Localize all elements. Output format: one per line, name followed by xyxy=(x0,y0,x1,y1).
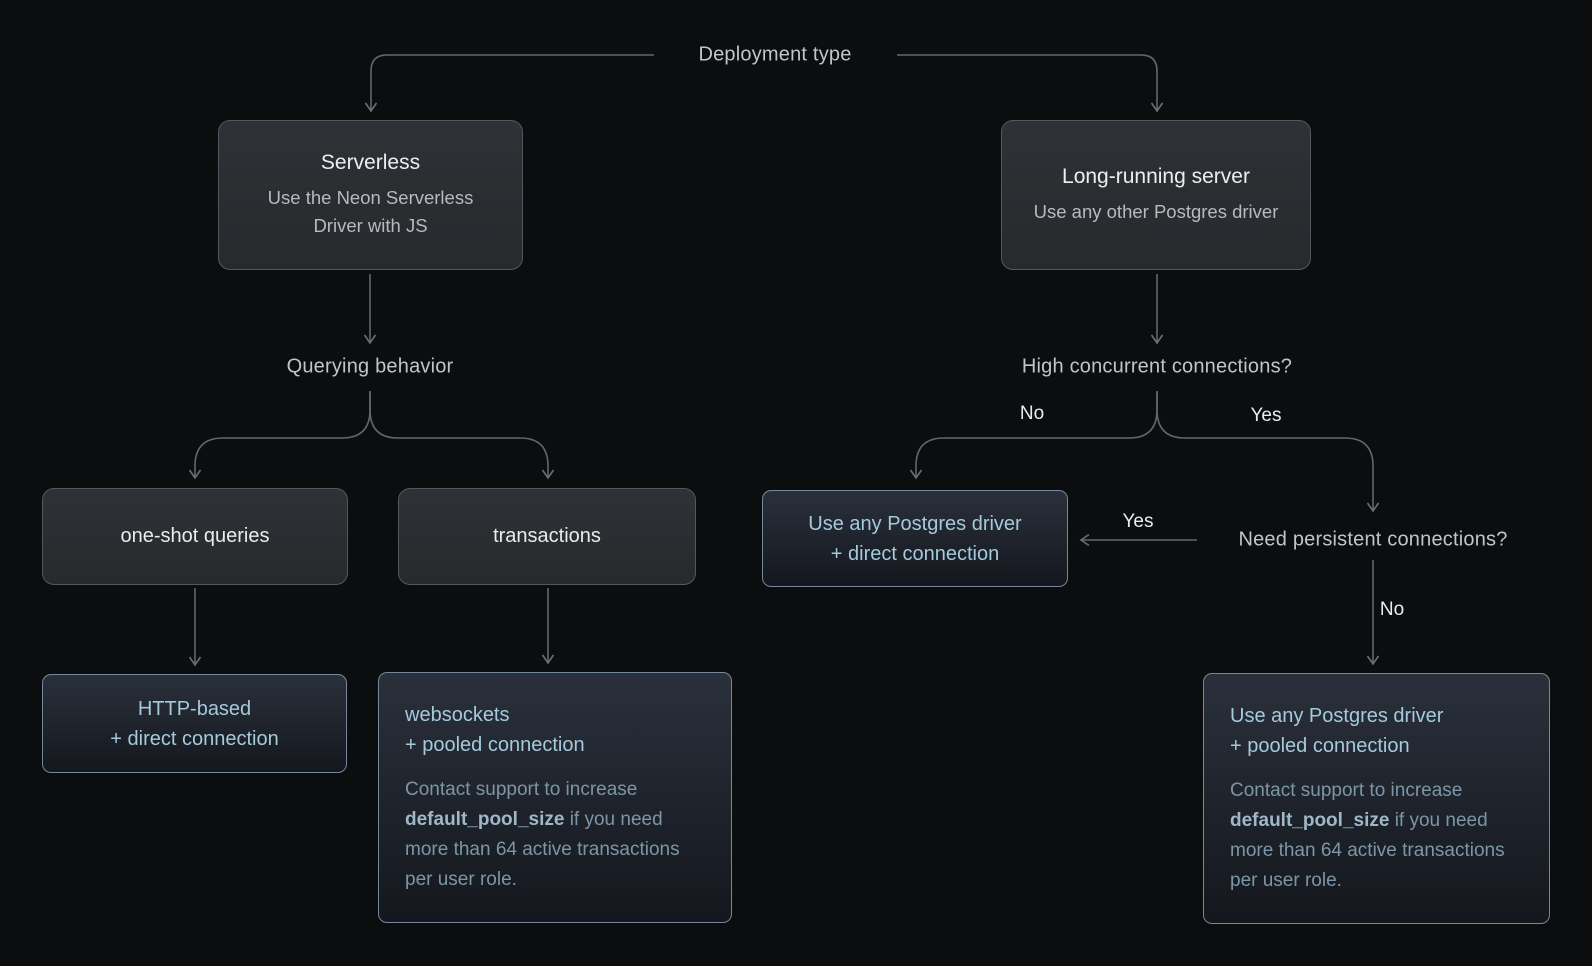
node-websockets-note: Contact support to increase default_pool… xyxy=(405,775,705,895)
node-transactions-title: transactions xyxy=(493,525,601,547)
label-high-concurrent-no: No xyxy=(1019,403,1045,424)
edge-deployment-to-serverless xyxy=(364,54,654,113)
node-any-driver-direct-line2: + direct connection xyxy=(830,542,1000,565)
label-persistent-no: No xyxy=(1379,599,1405,620)
edge-deployment-to-longrunning xyxy=(897,54,1164,113)
node-long-running-subtitle: Use any other Postgres driver xyxy=(1033,200,1279,222)
node-one-shot-title: one-shot queries xyxy=(120,525,270,547)
node-websockets-line2: + pooled connection xyxy=(405,734,585,756)
edge-highconcurrent-no-to-directbox xyxy=(909,391,1158,480)
edge-highconcurrent-yes-to-persistent xyxy=(1156,391,1380,513)
node-any-driver-pooled-note: Contact support to increase default_pool… xyxy=(1230,776,1523,896)
edge-querying-to-oneshot xyxy=(188,391,371,480)
node-long-running-server: Long-running server Use any other Postgr… xyxy=(1001,120,1311,270)
label-querying-behavior: Querying behavior xyxy=(286,355,454,378)
node-serverless-title: Serverless xyxy=(320,150,421,174)
node-http-direct-connection: HTTP-based + direct connection xyxy=(42,674,347,773)
node-any-driver-pooled-line1: Use any Postgres driver xyxy=(1230,705,1444,727)
node-any-driver-pooled-connection: Use any Postgres driver + pooled connect… xyxy=(1203,673,1550,924)
label-persistent-yes: Yes xyxy=(1122,511,1154,532)
label-need-persistent-connections: Need persistent connections? xyxy=(1238,528,1508,551)
node-any-driver-pooled-line2: + pooled connection xyxy=(1230,735,1410,757)
note-pre: Contact support to increase xyxy=(1230,780,1463,801)
node-http-direct-line1: HTTP-based xyxy=(137,697,252,720)
node-serverless: Serverless Use the Neon Serverless Drive… xyxy=(218,120,523,270)
node-any-driver-direct-line1: Use any Postgres driver xyxy=(808,512,1022,535)
node-http-direct-line2: + direct connection xyxy=(110,727,279,750)
node-transactions: transactions xyxy=(398,488,696,585)
note-post: if you need more than 64 active transact… xyxy=(1230,810,1505,891)
edge-querying-to-transactions xyxy=(369,391,555,480)
note-post: if you need more than 64 active transact… xyxy=(405,809,680,890)
node-websockets-pooled-connection: websockets + pooled connection Contact s… xyxy=(378,672,732,923)
node-websockets-line1: websockets xyxy=(405,704,510,726)
note-pre: Contact support to increase xyxy=(405,779,638,800)
label-high-concurrent-yes: Yes xyxy=(1250,405,1282,426)
note-default-pool-size: default_pool_size xyxy=(405,809,565,830)
note-default-pool-size: default_pool_size xyxy=(1230,810,1390,831)
label-deployment-type: Deployment type xyxy=(698,43,852,66)
node-long-running-title: Long-running server xyxy=(1062,164,1250,188)
node-serverless-subtitle: Use the Neon Serverless Driver with JS xyxy=(267,186,474,236)
label-high-concurrent-connections: High concurrent connections? xyxy=(1021,355,1293,378)
node-any-driver-direct-connection: Use any Postgres driver + direct connect… xyxy=(762,490,1068,587)
node-one-shot-queries: one-shot queries xyxy=(42,488,348,585)
